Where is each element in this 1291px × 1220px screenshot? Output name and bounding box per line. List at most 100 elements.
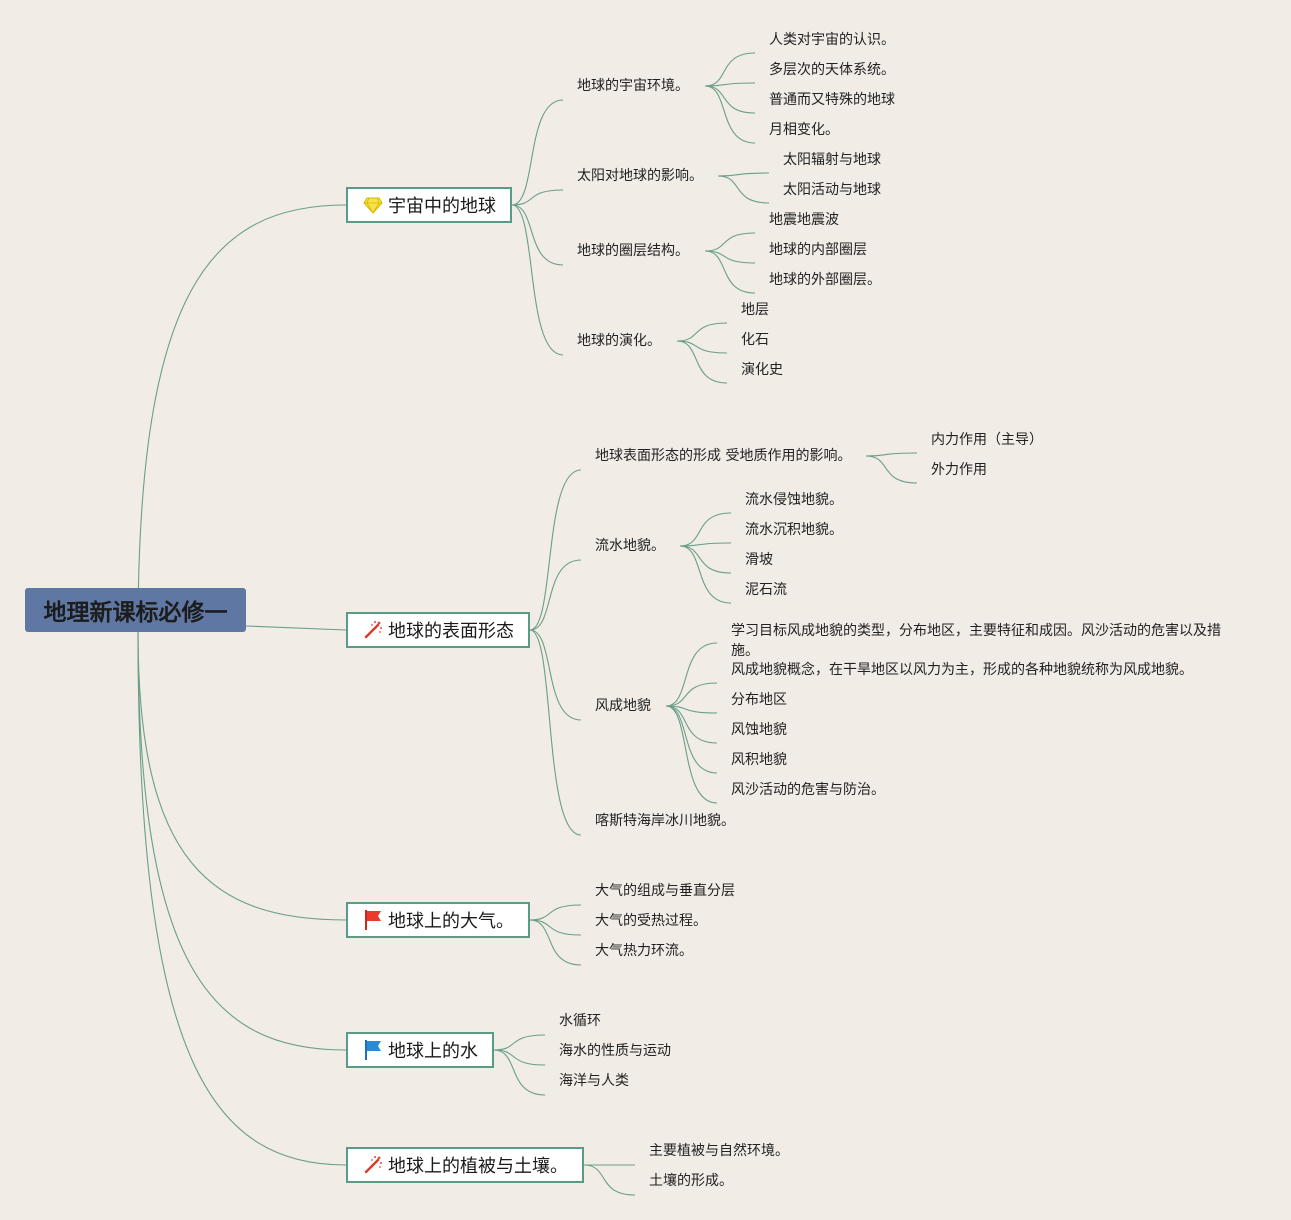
subtopic[interactable]: 地球的宇宙环境。 bbox=[577, 78, 689, 94]
branch-edge bbox=[529, 469, 582, 631]
root-edge-2 bbox=[245, 625, 347, 631]
red-flag-icon bbox=[362, 909, 384, 931]
leaf-topic[interactable]: 演化史 bbox=[741, 362, 783, 378]
branch-edge bbox=[493, 1049, 546, 1066]
main-topic-label: 地球的表面形态 bbox=[388, 621, 514, 642]
leaf-edge bbox=[665, 705, 718, 744]
subtopic[interactable]: 大气的受热过程。 bbox=[595, 913, 707, 929]
subtopic[interactable]: 太阳对地球的影响。 bbox=[577, 168, 703, 184]
main-topic-label: 地球上的大气。 bbox=[388, 911, 514, 932]
leaf-edge bbox=[665, 705, 718, 774]
leaf-edge bbox=[679, 545, 732, 574]
leaf-edge bbox=[665, 682, 718, 707]
subtopic[interactable]: 海洋与人类 bbox=[559, 1073, 629, 1089]
branch-edge bbox=[511, 99, 564, 206]
leaf-topic[interactable]: 月相变化。 bbox=[769, 122, 839, 138]
leaf-topic[interactable]: 学习目标风成地貌的类型，分布地区，主要特征和成因。风沙活动的危害以及措施。 bbox=[731, 623, 1221, 659]
leaf-topic[interactable]: 多层次的天体系统。 bbox=[769, 62, 895, 78]
leaf-topic[interactable]: 地球的内部圈层 bbox=[769, 242, 867, 258]
leaf-edge bbox=[704, 82, 756, 87]
leaf-topic[interactable]: 地震地震波 bbox=[769, 212, 839, 228]
leaf-topic[interactable]: 风成地貌概念，在干旱地区以风力为主，形成的各种地貌统称为风成地貌。 bbox=[731, 662, 1193, 678]
branch-edge bbox=[529, 904, 582, 921]
subtopic[interactable]: 风成地貌 bbox=[595, 698, 651, 714]
leaf-topic[interactable]: 风蚀地貌 bbox=[731, 722, 787, 738]
leaf-topic[interactable]: 地球的外部圈层。 bbox=[769, 272, 881, 288]
leaf-edge bbox=[665, 705, 718, 714]
leaf-edge bbox=[865, 452, 918, 457]
main-topic-label: 宇宙中的地球 bbox=[388, 196, 496, 217]
leaf-edge bbox=[704, 52, 756, 87]
leaf-edge bbox=[704, 250, 756, 264]
leaf-topic[interactable]: 风积地貌 bbox=[731, 752, 787, 768]
leaf-edge bbox=[665, 642, 718, 707]
branch-edge bbox=[529, 629, 582, 836]
leaf-edge bbox=[676, 340, 728, 384]
root-edge-4 bbox=[137, 631, 347, 1051]
leaf-topic[interactable]: 滑坡 bbox=[745, 552, 773, 568]
leaf-topic[interactable]: 外力作用 bbox=[931, 462, 987, 478]
subtopic[interactable]: 大气的组成与垂直分层 bbox=[595, 883, 735, 899]
subtopic[interactable]: 海水的性质与运动 bbox=[559, 1043, 671, 1059]
leaf-edge bbox=[704, 250, 756, 294]
root-title: 地理新课标必修一 bbox=[43, 600, 228, 626]
leaf-edge bbox=[704, 85, 756, 114]
leaf-topic[interactable]: 太阳活动与地球 bbox=[783, 182, 881, 198]
subtopic[interactable]: 地球表面形态的形成 受地质作用的影响。 bbox=[595, 448, 852, 464]
leaf-edge bbox=[717, 175, 770, 204]
subtopic[interactable]: 主要植被与自然环境。 bbox=[649, 1143, 789, 1159]
branch-edge bbox=[529, 919, 582, 966]
leaf-edge bbox=[704, 85, 756, 144]
leaf-topic[interactable]: 风沙活动的危害与防治。 bbox=[731, 782, 885, 798]
branch-edge bbox=[529, 559, 582, 631]
subtopic[interactable]: 流水地貌。 bbox=[595, 538, 665, 554]
main-topic-label: 地球上的水 bbox=[388, 1041, 478, 1062]
main-topic-4[interactable]: 地球上的水 bbox=[346, 1032, 494, 1068]
root-topic[interactable]: 地理新课标必修一 bbox=[25, 588, 246, 632]
leaf-edge bbox=[704, 232, 756, 252]
leaf-topic[interactable]: 化石 bbox=[741, 332, 769, 348]
leaf-edge bbox=[679, 542, 732, 547]
main-topic-1[interactable]: 宇宙中的地球 bbox=[346, 187, 512, 223]
leaf-edge bbox=[679, 512, 732, 547]
sparkle-icon bbox=[362, 1154, 384, 1176]
leaf-topic[interactable]: 太阳辐射与地球 bbox=[783, 152, 881, 168]
branch-edge bbox=[529, 629, 582, 721]
subtopic[interactable]: 喀斯特海岸冰川地貌。 bbox=[595, 813, 735, 829]
main-topic-2[interactable]: 地球的表面形态 bbox=[346, 612, 530, 648]
subtopic[interactable]: 地球的圈层结构。 bbox=[577, 243, 689, 259]
leaf-topic[interactable]: 人类对宇宙的认识。 bbox=[769, 32, 895, 48]
leaf-edge bbox=[665, 705, 718, 804]
leaf-edge bbox=[676, 340, 728, 354]
leaf-topic[interactable]: 普通而又特殊的地球 bbox=[769, 92, 895, 108]
leaf-topic[interactable]: 地层 bbox=[741, 302, 769, 318]
branch-edge bbox=[511, 204, 564, 356]
branch-edge bbox=[493, 1034, 546, 1051]
branch-edge bbox=[583, 1164, 636, 1196]
branch-edge bbox=[529, 919, 582, 936]
subtopic[interactable]: 大气热力环流。 bbox=[595, 943, 693, 959]
subtopic[interactable]: 地球的演化。 bbox=[577, 333, 661, 349]
leaf-topic[interactable]: 泥石流 bbox=[745, 582, 787, 598]
branch-edge bbox=[511, 189, 564, 206]
leaf-edge bbox=[717, 172, 770, 177]
root-edge-1 bbox=[137, 204, 347, 633]
leaf-topic[interactable]: 流水侵蚀地貌。 bbox=[745, 492, 843, 508]
leaf-topic[interactable]: 流水沉积地貌。 bbox=[745, 522, 843, 538]
sparkle-icon bbox=[362, 619, 384, 641]
main-topic-label: 地球上的植被与土壤。 bbox=[388, 1156, 568, 1177]
subtopic[interactable]: 土壤的形成。 bbox=[649, 1173, 733, 1189]
diamond-icon bbox=[362, 194, 384, 216]
main-topic-3[interactable]: 地球上的大气。 bbox=[346, 902, 530, 938]
leaf-edge bbox=[865, 455, 918, 484]
leaf-edge bbox=[679, 545, 732, 604]
main-topic-5[interactable]: 地球上的植被与土壤。 bbox=[346, 1147, 584, 1183]
root-edge-5 bbox=[137, 631, 347, 1166]
leaf-topic[interactable]: 分布地区 bbox=[731, 692, 787, 708]
branch-edge bbox=[493, 1049, 546, 1096]
root-edge-3 bbox=[137, 631, 347, 921]
leaf-topic[interactable]: 内力作用（主导） bbox=[931, 432, 1043, 448]
branch-edge bbox=[511, 204, 564, 266]
subtopic[interactable]: 水循环 bbox=[559, 1013, 601, 1029]
